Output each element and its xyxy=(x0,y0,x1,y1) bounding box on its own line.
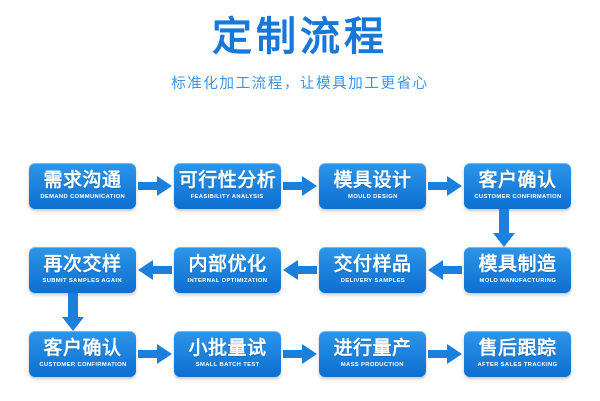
arrow-right-icon xyxy=(281,331,319,377)
flow-node-internal-optimization[interactable]: 内部优化 INTERNAL OPTIMIZATION xyxy=(174,247,281,293)
flow-node-label-cn: 小批量试 xyxy=(188,338,267,360)
flow-node-mould-design[interactable]: 模具设计 MOULD DESIGN xyxy=(319,163,426,209)
flow-node-demand-communication[interactable]: 需求沟通 DEMAND COMMUNICATION xyxy=(29,163,136,209)
arrow-left-icon xyxy=(426,247,464,293)
flow-node-label-cn: 进行量产 xyxy=(333,338,412,360)
flow-node-label-en: FEASIBILITY ANALYSIS xyxy=(190,194,264,201)
flow-node-label-cn: 模具设计 xyxy=(333,170,412,192)
page-header: 定制流程 标准化加工流程，让模具加工更省心 xyxy=(0,0,600,93)
flow-node-after-sales-tracking[interactable]: 售后跟踪 AFTER SALES TRACKING xyxy=(464,331,571,377)
page-title: 定制流程 xyxy=(212,15,388,59)
flow-node-label-en: DEMAND COMMUNICATION xyxy=(40,194,125,201)
arrow-right-icon xyxy=(136,163,174,209)
flow-node-label-cn: 内部优化 xyxy=(188,254,267,276)
flow-node-label-en: DELIVERY SAMPLES xyxy=(340,278,405,285)
flow-node-label-en: INTERNAL OPTIMIZATION xyxy=(187,278,268,285)
flow-node-label-en: MOULD DESIGN xyxy=(347,194,398,201)
flow-node-label-en: MOLD MANUFACTURING xyxy=(479,278,556,285)
flow-node-label-cn: 模具制造 xyxy=(478,254,557,276)
flow-node-customer-confirmation-2[interactable]: 客户确认 CUSTOMER CONFIRMATION xyxy=(29,331,136,377)
flow-node-feasibility-analysis[interactable]: 可行性分析 FEASIBILITY ANALYSIS xyxy=(174,163,281,209)
flow-node-label-en: AFTER SALES TRACKING xyxy=(477,362,558,369)
flow-node-small-batch-test[interactable]: 小批量试 SMALL BATCH TEST xyxy=(174,331,281,377)
flow-node-label-cn: 再次交样 xyxy=(43,254,122,276)
flow-row-3: 客户确认 CUSTOMER CONFIRMATION 小批量试 SMALL BA… xyxy=(0,331,600,377)
flow-node-label-en: CUSTOMER CONFIRMATION xyxy=(38,362,127,369)
flow-node-label-cn: 需求沟通 xyxy=(43,170,122,192)
flow-node-label-cn: 客户确认 xyxy=(478,170,557,192)
flow-node-label-en: SMALL BATCH TEST xyxy=(195,362,260,369)
arrow-right-icon xyxy=(426,163,464,209)
flow-node-label-en: MASS PRODUCTION xyxy=(340,362,404,369)
flow-node-mass-production[interactable]: 进行量产 MASS PRODUCTION xyxy=(319,331,426,377)
flow-node-customer-confirmation-1[interactable]: 客户确认 CUSTOMER CONFIRMATION xyxy=(464,163,571,209)
flow-row-2: 再次交样 SUBMIT SAMPLES AGAIN 内部优化 INTERNAL … xyxy=(0,247,600,293)
flow-node-label-cn: 客户确认 xyxy=(43,338,122,360)
flow-node-delivery-samples[interactable]: 交付样品 DELIVERY SAMPLES xyxy=(319,247,426,293)
arrow-right-icon xyxy=(281,163,319,209)
flow-node-label-en: SUBMIT SAMPLES AGAIN xyxy=(42,278,123,285)
flow-node-label-en: CUSTOMER CONFIRMATION xyxy=(473,194,562,201)
flow-node-submit-samples-again[interactable]: 再次交样 SUBMIT SAMPLES AGAIN xyxy=(29,247,136,293)
arrow-down-icon xyxy=(493,209,527,247)
flow-row-1: 需求沟通 DEMAND COMMUNICATION 可行性分析 FEASIBIL… xyxy=(0,163,600,209)
arrow-right-icon xyxy=(136,331,174,377)
arrow-left-icon xyxy=(136,247,174,293)
process-flowchart: 需求沟通 DEMAND COMMUNICATION 可行性分析 FEASIBIL… xyxy=(0,150,600,401)
flow-node-label-cn: 可行性分析 xyxy=(178,170,277,192)
arrow-left-icon xyxy=(281,247,319,293)
page-subtitle: 标准化加工流程，让模具加工更省心 xyxy=(171,76,429,92)
arrow-right-icon xyxy=(426,331,464,377)
flow-node-mold-manufacturing[interactable]: 模具制造 MOLD MANUFACTURING xyxy=(464,247,571,293)
flow-node-label-cn: 售后跟踪 xyxy=(478,338,557,360)
arrow-down-icon xyxy=(62,293,96,331)
flow-node-label-cn: 交付样品 xyxy=(333,254,412,276)
